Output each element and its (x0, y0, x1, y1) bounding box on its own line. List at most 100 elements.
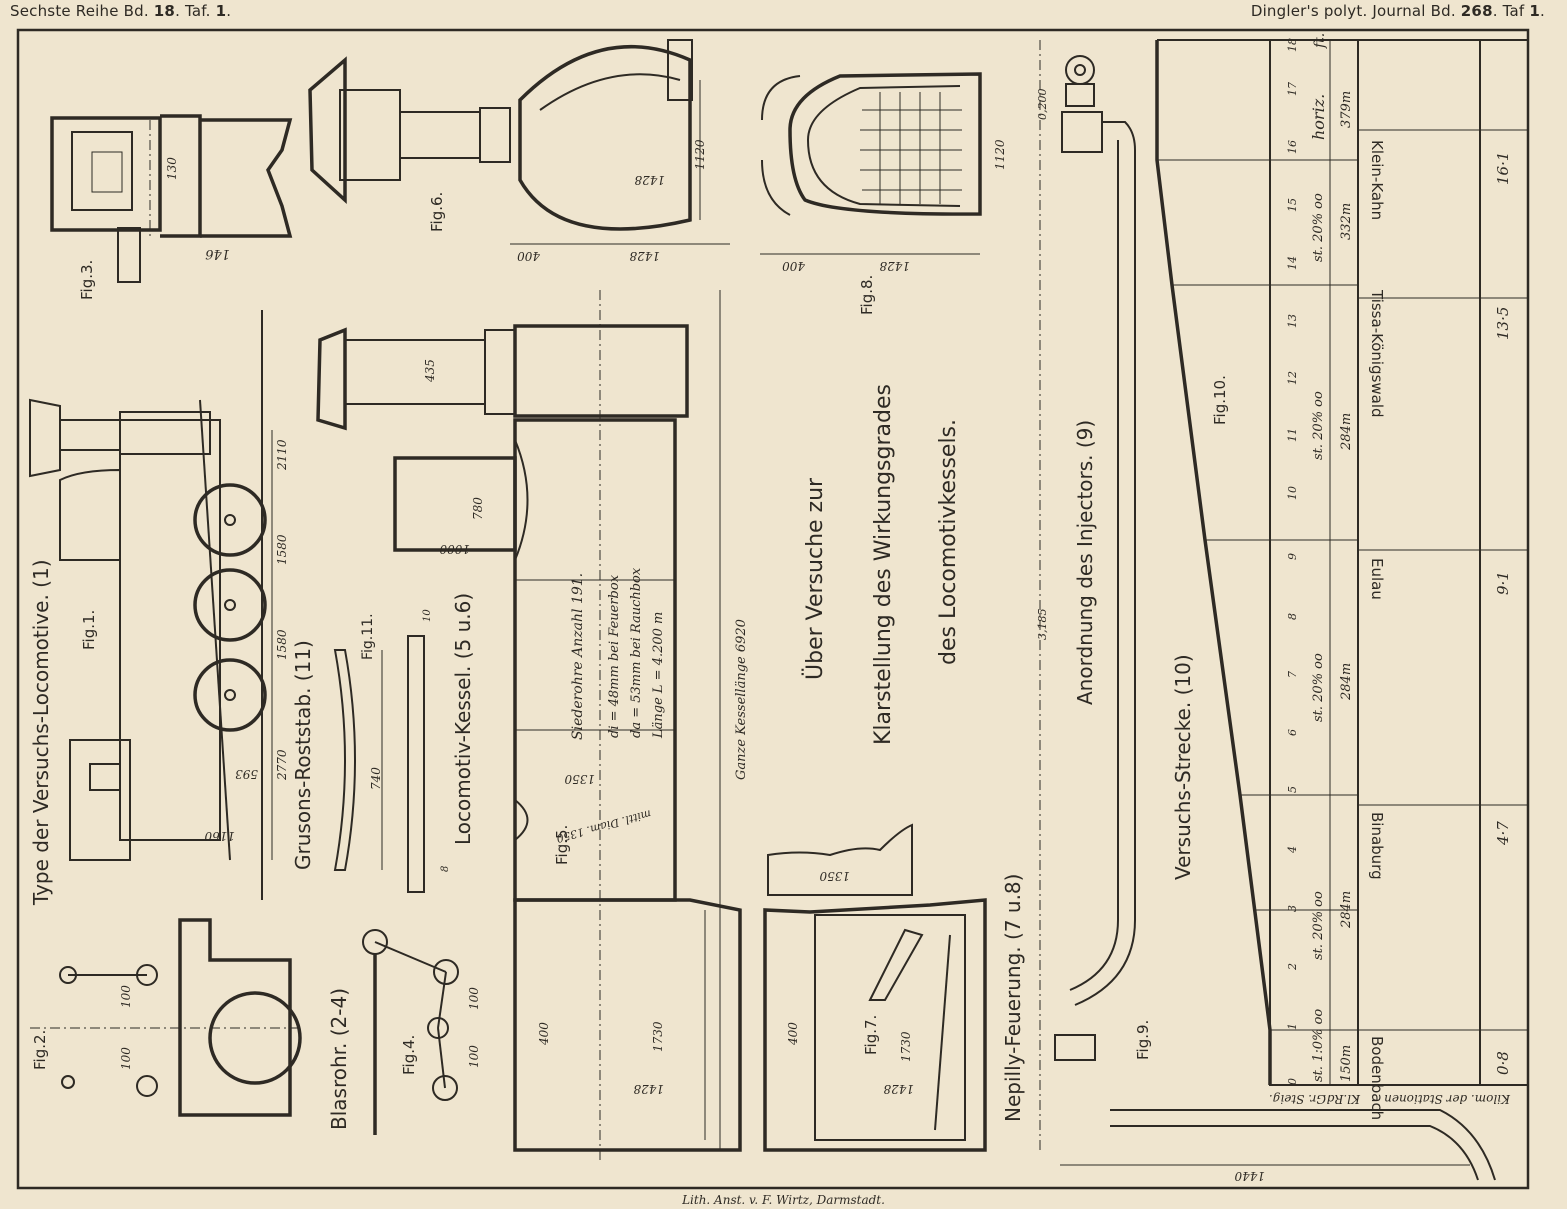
km-mark: 11 (1286, 428, 1299, 442)
title-strecke: Versuchs-Strecke. (10) (1171, 654, 1195, 880)
km-mark: 15 (1286, 198, 1299, 212)
fig8-drawing (760, 72, 982, 255)
km-mark: 3 (1286, 905, 1299, 912)
km-mark: 1 (1286, 1023, 1299, 1030)
segment-radius: 332m (1339, 203, 1354, 240)
title-injectors: Anordnung des Injectors. (9) (1073, 420, 1097, 705)
km-mark: 2 (1286, 963, 1299, 971)
dim-1350-a: 1350 (564, 772, 595, 786)
dim-100-c: 100 (467, 987, 481, 1010)
segment-radius: 150m (1339, 1045, 1354, 1082)
segment-grade: st. 20% oo (1311, 193, 1326, 262)
dim-435: 435 (423, 359, 437, 383)
station-name: Tissa-Königswald (1368, 289, 1386, 418)
km-mark: 16 (1286, 140, 1299, 154)
fig5-drawing (316, 290, 742, 1160)
fig4-label: Fig.4. (400, 1035, 418, 1075)
segment-grade: st. 20% oo (1311, 891, 1326, 960)
dim-593: 593 (235, 767, 258, 781)
segment-radius: 284m (1339, 891, 1354, 929)
title-nepilly: Nepilly-Feuerung. (7 u.8) (1001, 874, 1025, 1122)
dim-2770: 2770 (275, 749, 289, 781)
km-mark: 7 (1286, 671, 1299, 678)
dim-1120-a: 1120 (693, 139, 707, 170)
dim-2110: 2110 (275, 439, 289, 471)
dim-3-185: 3,185 (1036, 609, 1049, 641)
plate-border (16, 28, 1530, 1190)
dim-1350-b: 1350 (819, 869, 850, 883)
dim-780: 780 (471, 497, 485, 520)
fig11-label: Fig.11. (360, 613, 376, 660)
fig1-label: Fig.1. (80, 610, 98, 650)
fig10-drawing (1155, 39, 1529, 1086)
km-mark: 6 (1286, 729, 1299, 736)
dim-1440: 1440 (1234, 1169, 1265, 1183)
dim-1580-b: 1580 (275, 629, 289, 660)
dim-740: 740 (369, 767, 383, 790)
fig3-drawing (50, 114, 293, 283)
dim-1730-a: 1730 (651, 1021, 665, 1052)
segment-radius: 379m (1339, 91, 1354, 128)
dim-400-b: 400 (782, 259, 806, 273)
fig3-label: Fig.3. (78, 260, 96, 300)
boiler-text-line1: Siederohre Anzahl 191. (570, 573, 586, 740)
header-left: Sechste Reihe Bd. 18. Taf. 1. (10, 2, 231, 20)
dim-400-a: 400 (517, 249, 541, 263)
dim-1428-b: 1428 (634, 173, 665, 187)
fig6-label: Fig.6. (428, 192, 446, 232)
fig10-label: Fig.10. (1211, 375, 1229, 425)
dim-8: 8 (440, 866, 451, 872)
segment-grade: st. 20% oo (1311, 653, 1326, 722)
main-title-line3: des Locomotivkessels. (936, 419, 961, 665)
header-right-sep: . Taf (1492, 2, 1525, 20)
boiler-ganze-laenge: Ganze Kessellänge 6920 (734, 619, 749, 780)
fig9-label: Fig.9. (1134, 1020, 1152, 1060)
dim-1160: 1160 (204, 829, 235, 843)
header-left-volume: 18 (153, 2, 176, 20)
km-mark: 9 (1286, 553, 1299, 560)
dim-1428-d: 1428 (633, 1082, 664, 1096)
segment-radius: 284m (1339, 413, 1354, 451)
station-km: 9·1 (1494, 571, 1512, 595)
dim-146: 146 (205, 246, 230, 261)
dim-1000: 1000 (439, 542, 470, 556)
fig4-drawing (362, 929, 459, 1135)
station-name: Klein-Kahn (1368, 140, 1386, 220)
boiler-text-line3: da = 53mm bei Rauchbox (629, 567, 644, 738)
header-left-end: . (226, 2, 232, 20)
km-marks: 0 1 2 3 4 5 6 7 8 9 10 11 12 13 14 15 16… (1286, 38, 1299, 1085)
dim-0-200: 0,200 (1036, 89, 1049, 121)
fig7-drawing (763, 823, 987, 1152)
fig5-label: Fig.5. (553, 825, 571, 865)
km-mark: 0 (1286, 1078, 1299, 1085)
km-mark: 13 (1286, 314, 1299, 328)
header-right: Dingler's polyt. Journal Bd. 268. Taf 1. (1251, 2, 1545, 20)
header-right-volume: 268 (1460, 2, 1493, 20)
dim-400-c: 400 (537, 1022, 551, 1046)
fig6-drawing (308, 39, 730, 245)
fig2-drawing (30, 918, 302, 1117)
header-left-prefix: Sechste Reihe Bd. (10, 2, 149, 20)
header-left-plate: 1 (215, 2, 227, 20)
profile-table (1269, 39, 1529, 1086)
fig2-label: Fig.2. (31, 1030, 49, 1070)
dim-1120-b: 1120 (993, 139, 1007, 170)
main-title-line2: Klarstellung des Wirkungsgrades (871, 384, 896, 745)
profile-ft-label: ft. (1312, 33, 1328, 49)
title-type-loco: Type der Versuchs-Locomotive. (1) (29, 560, 53, 907)
dim-130: 130 (165, 157, 179, 180)
km-mark: 4 (1286, 846, 1299, 854)
dim-400-d: 400 (786, 1022, 800, 1046)
boiler-text-line2: di = 48mm bei Feuerbox (607, 574, 622, 738)
fig9-drawing (1039, 40, 1496, 1181)
grade-labels: st. 1:0% oo 150m st. 20% oo 284m st. 20%… (1309, 91, 1354, 1082)
km-mark: 18 (1286, 38, 1299, 52)
dim-1580-a: 1580 (275, 534, 289, 565)
segment-radius: 284m (1339, 663, 1354, 701)
lithographer-credit: Lith. Anst. v. F. Wirtz, Darmstadt. (682, 1193, 885, 1207)
km-mark: 10 (1286, 486, 1299, 500)
boiler-text-line4: Länge L = 4.200 m (651, 612, 666, 739)
station-km: 0·8 (1494, 1051, 1512, 1075)
header-right-plate: 1 (1529, 2, 1541, 20)
